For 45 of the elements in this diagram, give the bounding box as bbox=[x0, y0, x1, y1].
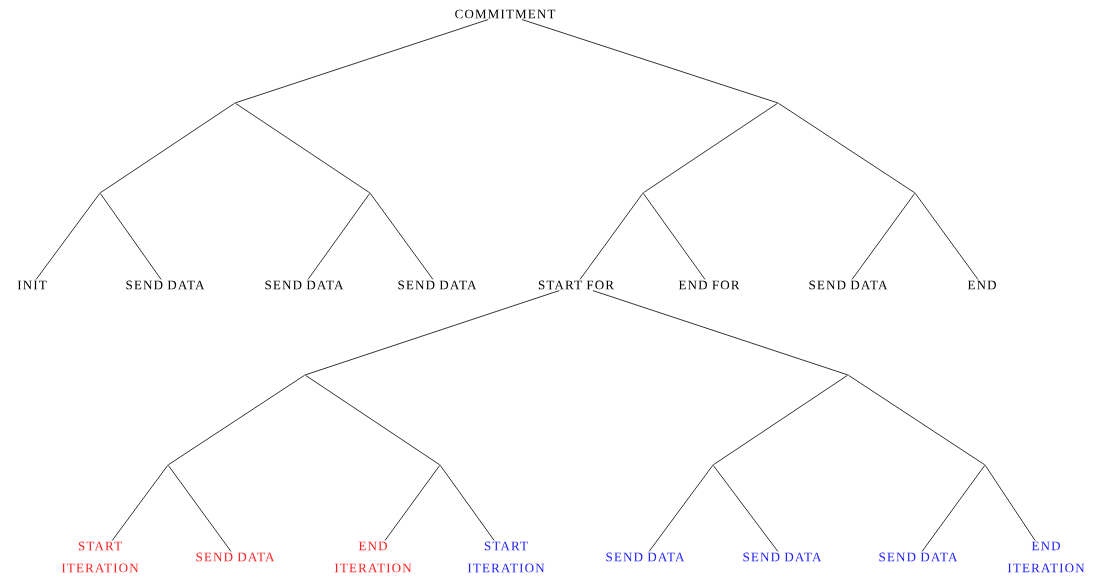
branch-line bbox=[579, 193, 644, 280]
branch-line bbox=[168, 374, 305, 466]
branch-line bbox=[851, 193, 916, 280]
branch-line bbox=[642, 193, 706, 280]
branch-line bbox=[592, 290, 848, 376]
tree-label: SEND DATA bbox=[196, 552, 275, 562]
tree-label: START ITERATION bbox=[467, 541, 545, 573]
branch-line bbox=[439, 465, 495, 541]
branch-line bbox=[778, 102, 915, 194]
branch-line bbox=[648, 465, 714, 552]
branch-line bbox=[35, 193, 101, 280]
branch-line bbox=[921, 465, 986, 552]
branch-line bbox=[984, 465, 1036, 541]
tree-label: END ITERATION bbox=[1007, 541, 1085, 573]
tree-label: START ITERATION bbox=[61, 541, 139, 573]
branch-line bbox=[100, 102, 235, 194]
branch-line bbox=[713, 374, 848, 466]
branch-line bbox=[307, 193, 371, 280]
tree-label: SEND DATA bbox=[879, 552, 958, 562]
tree-label: SEND DATA bbox=[606, 552, 685, 562]
branch-line bbox=[167, 465, 232, 552]
tree-label: SEND DATA bbox=[126, 280, 205, 290]
branch-line bbox=[848, 374, 985, 466]
branch-line bbox=[914, 193, 979, 280]
tree-label: SEND DATA bbox=[265, 280, 344, 290]
tree-label: INIT bbox=[17, 280, 47, 290]
branch-line bbox=[643, 102, 778, 194]
tree-label: SEND DATA bbox=[809, 280, 888, 290]
tree-label: END bbox=[967, 280, 996, 290]
branch-line bbox=[369, 193, 434, 280]
tree-label: START FOR bbox=[538, 280, 614, 290]
branch-line bbox=[305, 290, 560, 376]
branch-line bbox=[235, 19, 489, 104]
tree-label: END ITERATION bbox=[334, 541, 412, 573]
tree-label: SEND DATA bbox=[398, 280, 477, 290]
branch-line bbox=[235, 102, 370, 194]
branch-line bbox=[305, 374, 440, 466]
branch-line bbox=[521, 19, 778, 104]
branch-line bbox=[384, 465, 441, 541]
branch-line bbox=[111, 465, 169, 541]
tree-label: END FOR bbox=[678, 280, 740, 290]
tree-label: COMMITMENT bbox=[455, 9, 556, 19]
tree-label: SEND DATA bbox=[743, 552, 822, 562]
branch-line bbox=[99, 193, 162, 280]
branch-line bbox=[712, 465, 779, 552]
